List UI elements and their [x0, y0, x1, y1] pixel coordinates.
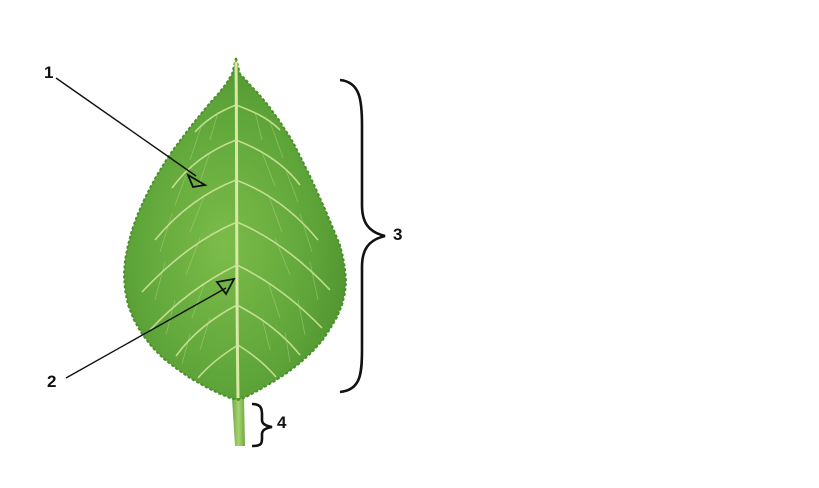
- label-1: 1: [44, 63, 54, 82]
- arrowhead-icon: [215, 277, 236, 296]
- lateral-veins-left: [141, 104, 239, 379]
- brace-petiole: [251, 402, 273, 448]
- label-2: 2: [47, 372, 57, 391]
- leader-line-1: [55, 77, 197, 177]
- midrib: [234, 61, 240, 399]
- brace-blade: [339, 78, 386, 394]
- label-4: 4: [277, 413, 287, 432]
- leader-line-2: [65, 287, 227, 379]
- lateral-veins-right: [235, 104, 331, 378]
- petiole: [232, 398, 245, 446]
- arrowhead-icon: [186, 172, 208, 189]
- veinlet-network: [154, 111, 319, 365]
- label-3: 3: [393, 225, 403, 244]
